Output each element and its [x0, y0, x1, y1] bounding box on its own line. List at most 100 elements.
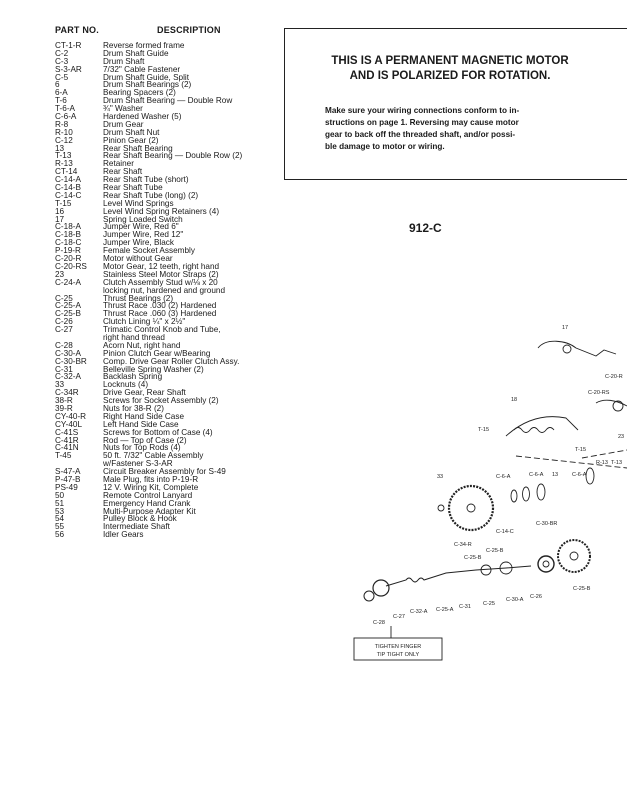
label-c32a: C-32-A	[410, 609, 428, 615]
part-description: Bearing Spacers (2)	[103, 88, 176, 98]
notice-body-line: gear to back off the threaded shaft, and…	[325, 130, 516, 139]
label-c6a2: C-6-A	[529, 472, 544, 478]
part-number: CT-14	[55, 167, 78, 177]
label-c31: C-31	[459, 604, 471, 610]
label-t15b: T-15	[575, 447, 586, 453]
part-description: Pulley Block & Hook	[103, 514, 177, 524]
part-number: C-32-A	[55, 372, 81, 382]
notice-body: Make sure your wiring connections confor…	[325, 105, 565, 153]
callout-line-1: TIGHTEN FINGER	[375, 644, 421, 650]
part-description: Rear Shaft	[103, 167, 143, 177]
shaft-line-sketch	[581, 449, 627, 459]
label-23: 23	[618, 434, 624, 440]
label-t13: T-13	[611, 460, 622, 466]
part-number: 56	[55, 530, 65, 540]
motor-end-sketch	[595, 399, 627, 407]
part-number: C-20-R	[55, 254, 82, 264]
part-description: Pinion Gear (2)	[103, 135, 159, 145]
notice-title: THIS IS A PERMANENT MAGNETIC MOTOR AND I…	[285, 54, 615, 84]
part-number: S-47-A	[55, 467, 81, 477]
clutch-ring-sketch	[537, 555, 555, 573]
part-description: Spring Loaded Switch	[103, 214, 183, 224]
drive-gear-hub	[569, 551, 579, 561]
part-number: T-6	[55, 96, 67, 106]
label-c6a1: C-6-A	[496, 474, 511, 480]
washer-sketch	[510, 489, 518, 503]
label-c14c: C-14-C	[496, 529, 514, 535]
part-number: C-2	[55, 48, 69, 58]
thrust-race-sketch	[480, 564, 492, 576]
label-c30br: C-30-BR	[536, 521, 557, 527]
part-number: T-45	[55, 451, 72, 461]
part-number: 39-R	[55, 403, 73, 413]
part-description: Right Hand Side Case	[103, 411, 185, 421]
part-number: C-41S	[55, 427, 79, 437]
part-number: C-18-C	[55, 238, 82, 248]
drum-gear-sketch	[447, 484, 495, 532]
spring-sketch	[513, 427, 555, 433]
part-description: 7/32" Cable Fastener	[103, 64, 181, 74]
part-description: Stainless Steel Motor Straps (2)	[103, 269, 219, 279]
label-18: 18	[511, 397, 517, 403]
part-description: Rear Shaft Tube (short)	[103, 175, 189, 185]
switch-sketch	[537, 340, 617, 357]
part-number: 23	[55, 269, 65, 279]
part-description: Clutch Assembly Stud w/⅛ x 20	[103, 277, 218, 287]
part-description: Rear Shaft Tube	[103, 183, 163, 193]
part-number: CY-40L	[55, 419, 83, 429]
part-number: C-12	[55, 135, 73, 145]
part-description: Belleville Spring Washer (2)	[103, 364, 204, 374]
part-number: C-3	[55, 56, 69, 66]
part-description: Screws for Socket Assembly (2)	[103, 396, 219, 406]
parts-row: C-3 Drum Shaft	[55, 56, 295, 66]
part-description: Comp. Drive Gear Roller Clutch Assy.	[103, 356, 240, 366]
part-description: Screws for Bottom of Case (4)	[103, 427, 213, 437]
part-description: Male Plug, fits into P-19-R	[103, 474, 199, 484]
part-number: C-41R	[55, 435, 79, 445]
part-description: Hardened Washer (5)	[103, 112, 182, 122]
part-description: Drum Shaft Guide	[103, 48, 169, 58]
part-number: C-27	[55, 325, 73, 335]
part-description: Nuts for 38-R (2)	[103, 403, 164, 413]
part-number: 13	[55, 143, 65, 153]
clutch-stack-sketch	[385, 565, 532, 587]
label-33: 33	[437, 474, 443, 480]
part-description: Jumper Wire, Red 6"	[103, 222, 179, 232]
part-description: Thrust Race .030 (2) Hardened	[103, 301, 217, 311]
part-number: S-3-AR	[55, 64, 82, 74]
part-number: T-13	[55, 151, 72, 161]
part-number: C-5	[55, 72, 69, 82]
part-number: C-14-A	[55, 175, 81, 185]
part-number: 17	[55, 214, 65, 224]
label-r13: R-13	[596, 460, 608, 466]
locknut-sketch	[437, 504, 445, 512]
parts-row: S-3-AR 7/32" Cable Fastener	[55, 64, 295, 74]
notice-title-line: THIS IS A PERMANENT MAGNETIC MOTOR	[331, 55, 569, 67]
bearing-sketch	[499, 561, 513, 575]
part-description: Nuts for Top Rods (4)	[103, 443, 181, 453]
part-description: Drum Shaft	[103, 56, 145, 66]
label-17: 17	[562, 325, 568, 331]
part-number: C-6-A	[55, 112, 77, 122]
part-number: C-18-B	[55, 230, 81, 240]
washer-sketch	[585, 467, 595, 485]
part-number: C-24-A	[55, 277, 81, 287]
label-c6a3: C-6-A	[572, 472, 587, 478]
